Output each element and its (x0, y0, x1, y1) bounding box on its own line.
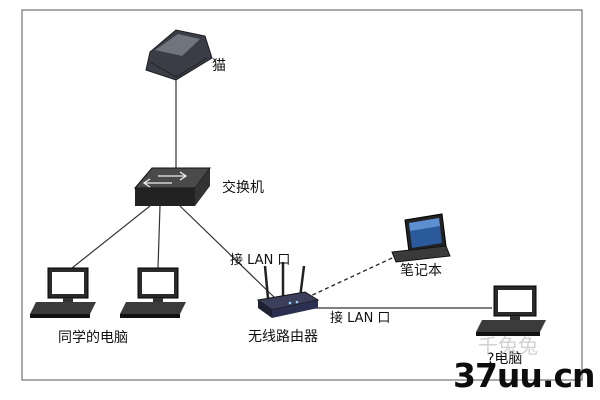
switch-icon (133, 167, 211, 206)
edge-switch-router (179, 205, 276, 299)
laptop-label: 笔记本 (400, 263, 442, 279)
switch-label: 交换机 (222, 180, 264, 196)
edge-switch-pc2 (157, 205, 161, 269)
desktop-pc-icon (30, 267, 96, 318)
edge-router-laptop (305, 251, 406, 299)
wireless-router-icon (256, 262, 320, 318)
router-label: 无线路由器 (248, 329, 318, 345)
watermark-brand: 37uu.cn (453, 356, 595, 395)
edge-label-router-pc-right: 接 LAN 口 (330, 311, 391, 326)
modem-icon (145, 29, 213, 81)
pc-group-label: 同学的电脑 (58, 330, 128, 346)
pc-right-label: ?电脑 (487, 351, 523, 367)
desktop-pc-icon (120, 267, 186, 318)
desktop-pc-icon (476, 285, 546, 336)
edge-label-switch-router: 接 LAN 口 (230, 253, 291, 268)
edge-switch-pc1 (71, 205, 151, 269)
modem-label: 猫 (212, 58, 226, 74)
diagram-border (21, 9, 583, 381)
laptop-icon (391, 213, 451, 263)
watermark-faint: 千兔兔 (478, 334, 538, 358)
